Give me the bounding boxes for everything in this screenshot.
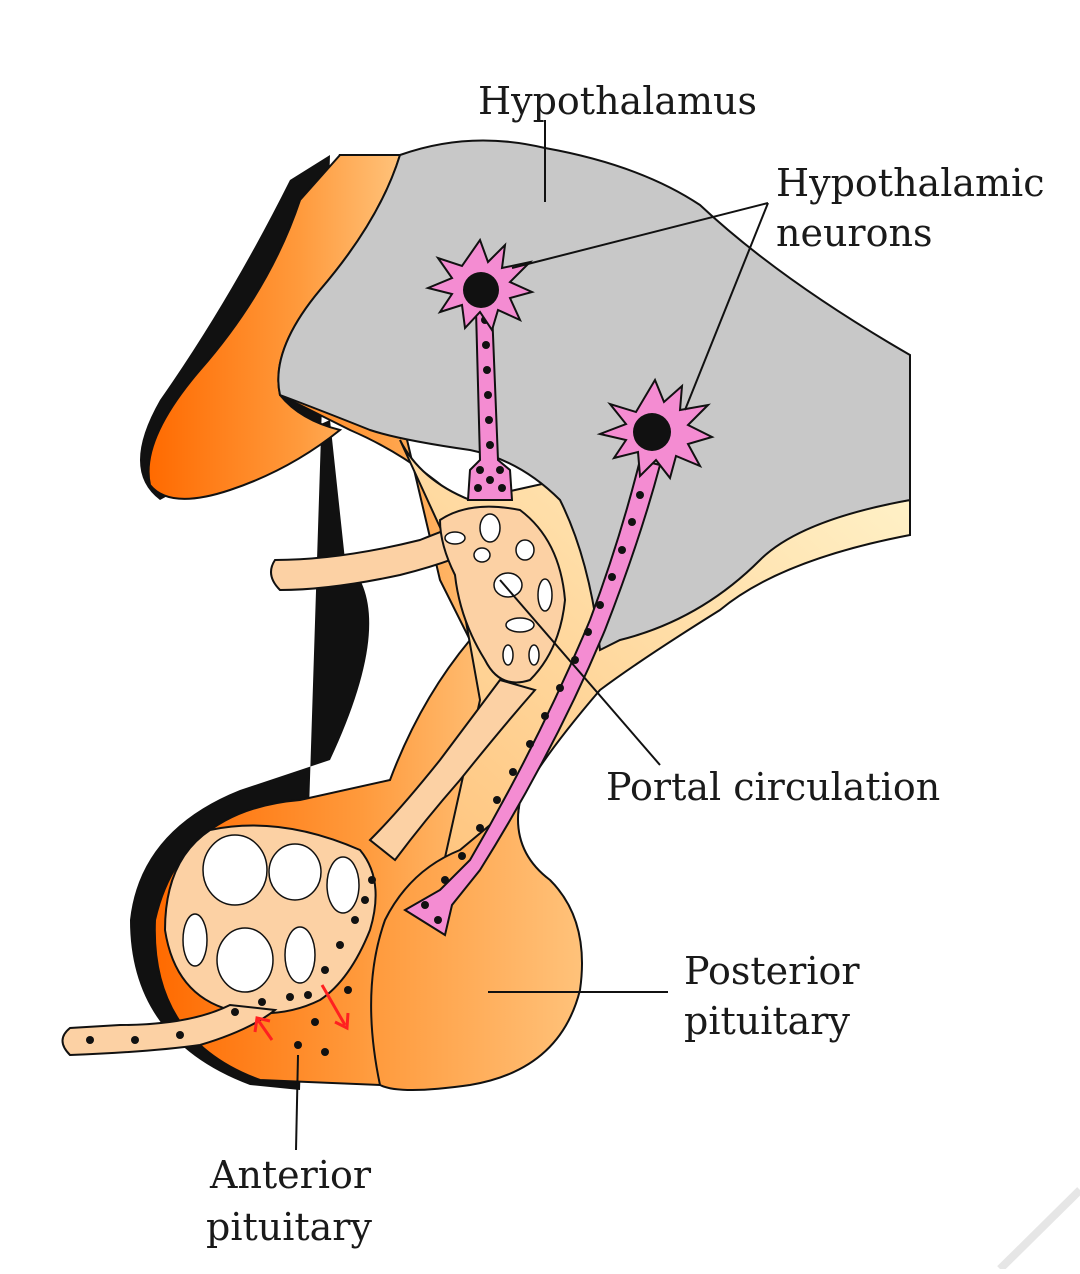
label-anterior-pituitary-line1: Anterior — [210, 1153, 372, 1197]
label-hypothalamus: Hypothalamus — [478, 79, 758, 123]
label-anterior-pituitary-line2: pituitary — [206, 1205, 372, 1249]
neuron-2-axon — [403, 458, 662, 937]
leader-lines — [295, 120, 769, 1151]
label-hypothalamic-neurons-line2: neurons — [776, 211, 933, 255]
neuron-2-granules — [421, 491, 644, 924]
plexus-holes-lower — [182, 834, 360, 993]
red-arrow-icon — [253, 984, 350, 1041]
neuron-1-nucleus — [463, 272, 499, 308]
hypothalamus-region — [277, 139, 911, 652]
label-posterior-pituitary-line1: Posterior — [684, 949, 860, 993]
label-hypothalamic-neurons-line1: Hypothalamic — [776, 161, 1045, 205]
label-posterior-pituitary-line2: pituitary — [684, 999, 850, 1043]
neuron-2-nucleus — [633, 413, 671, 451]
vessel-dots — [86, 876, 376, 1056]
portal-vessel — [368, 678, 537, 862]
watermark-stroke — [997, 1187, 1080, 1272]
posterior-pituitary — [370, 797, 583, 1091]
plexus-holes-upper — [444, 513, 553, 666]
efferent-vessel — [61, 1003, 278, 1057]
neuron-1-axon — [466, 309, 514, 501]
label-portal-circulation: Portal circulation — [606, 765, 941, 809]
